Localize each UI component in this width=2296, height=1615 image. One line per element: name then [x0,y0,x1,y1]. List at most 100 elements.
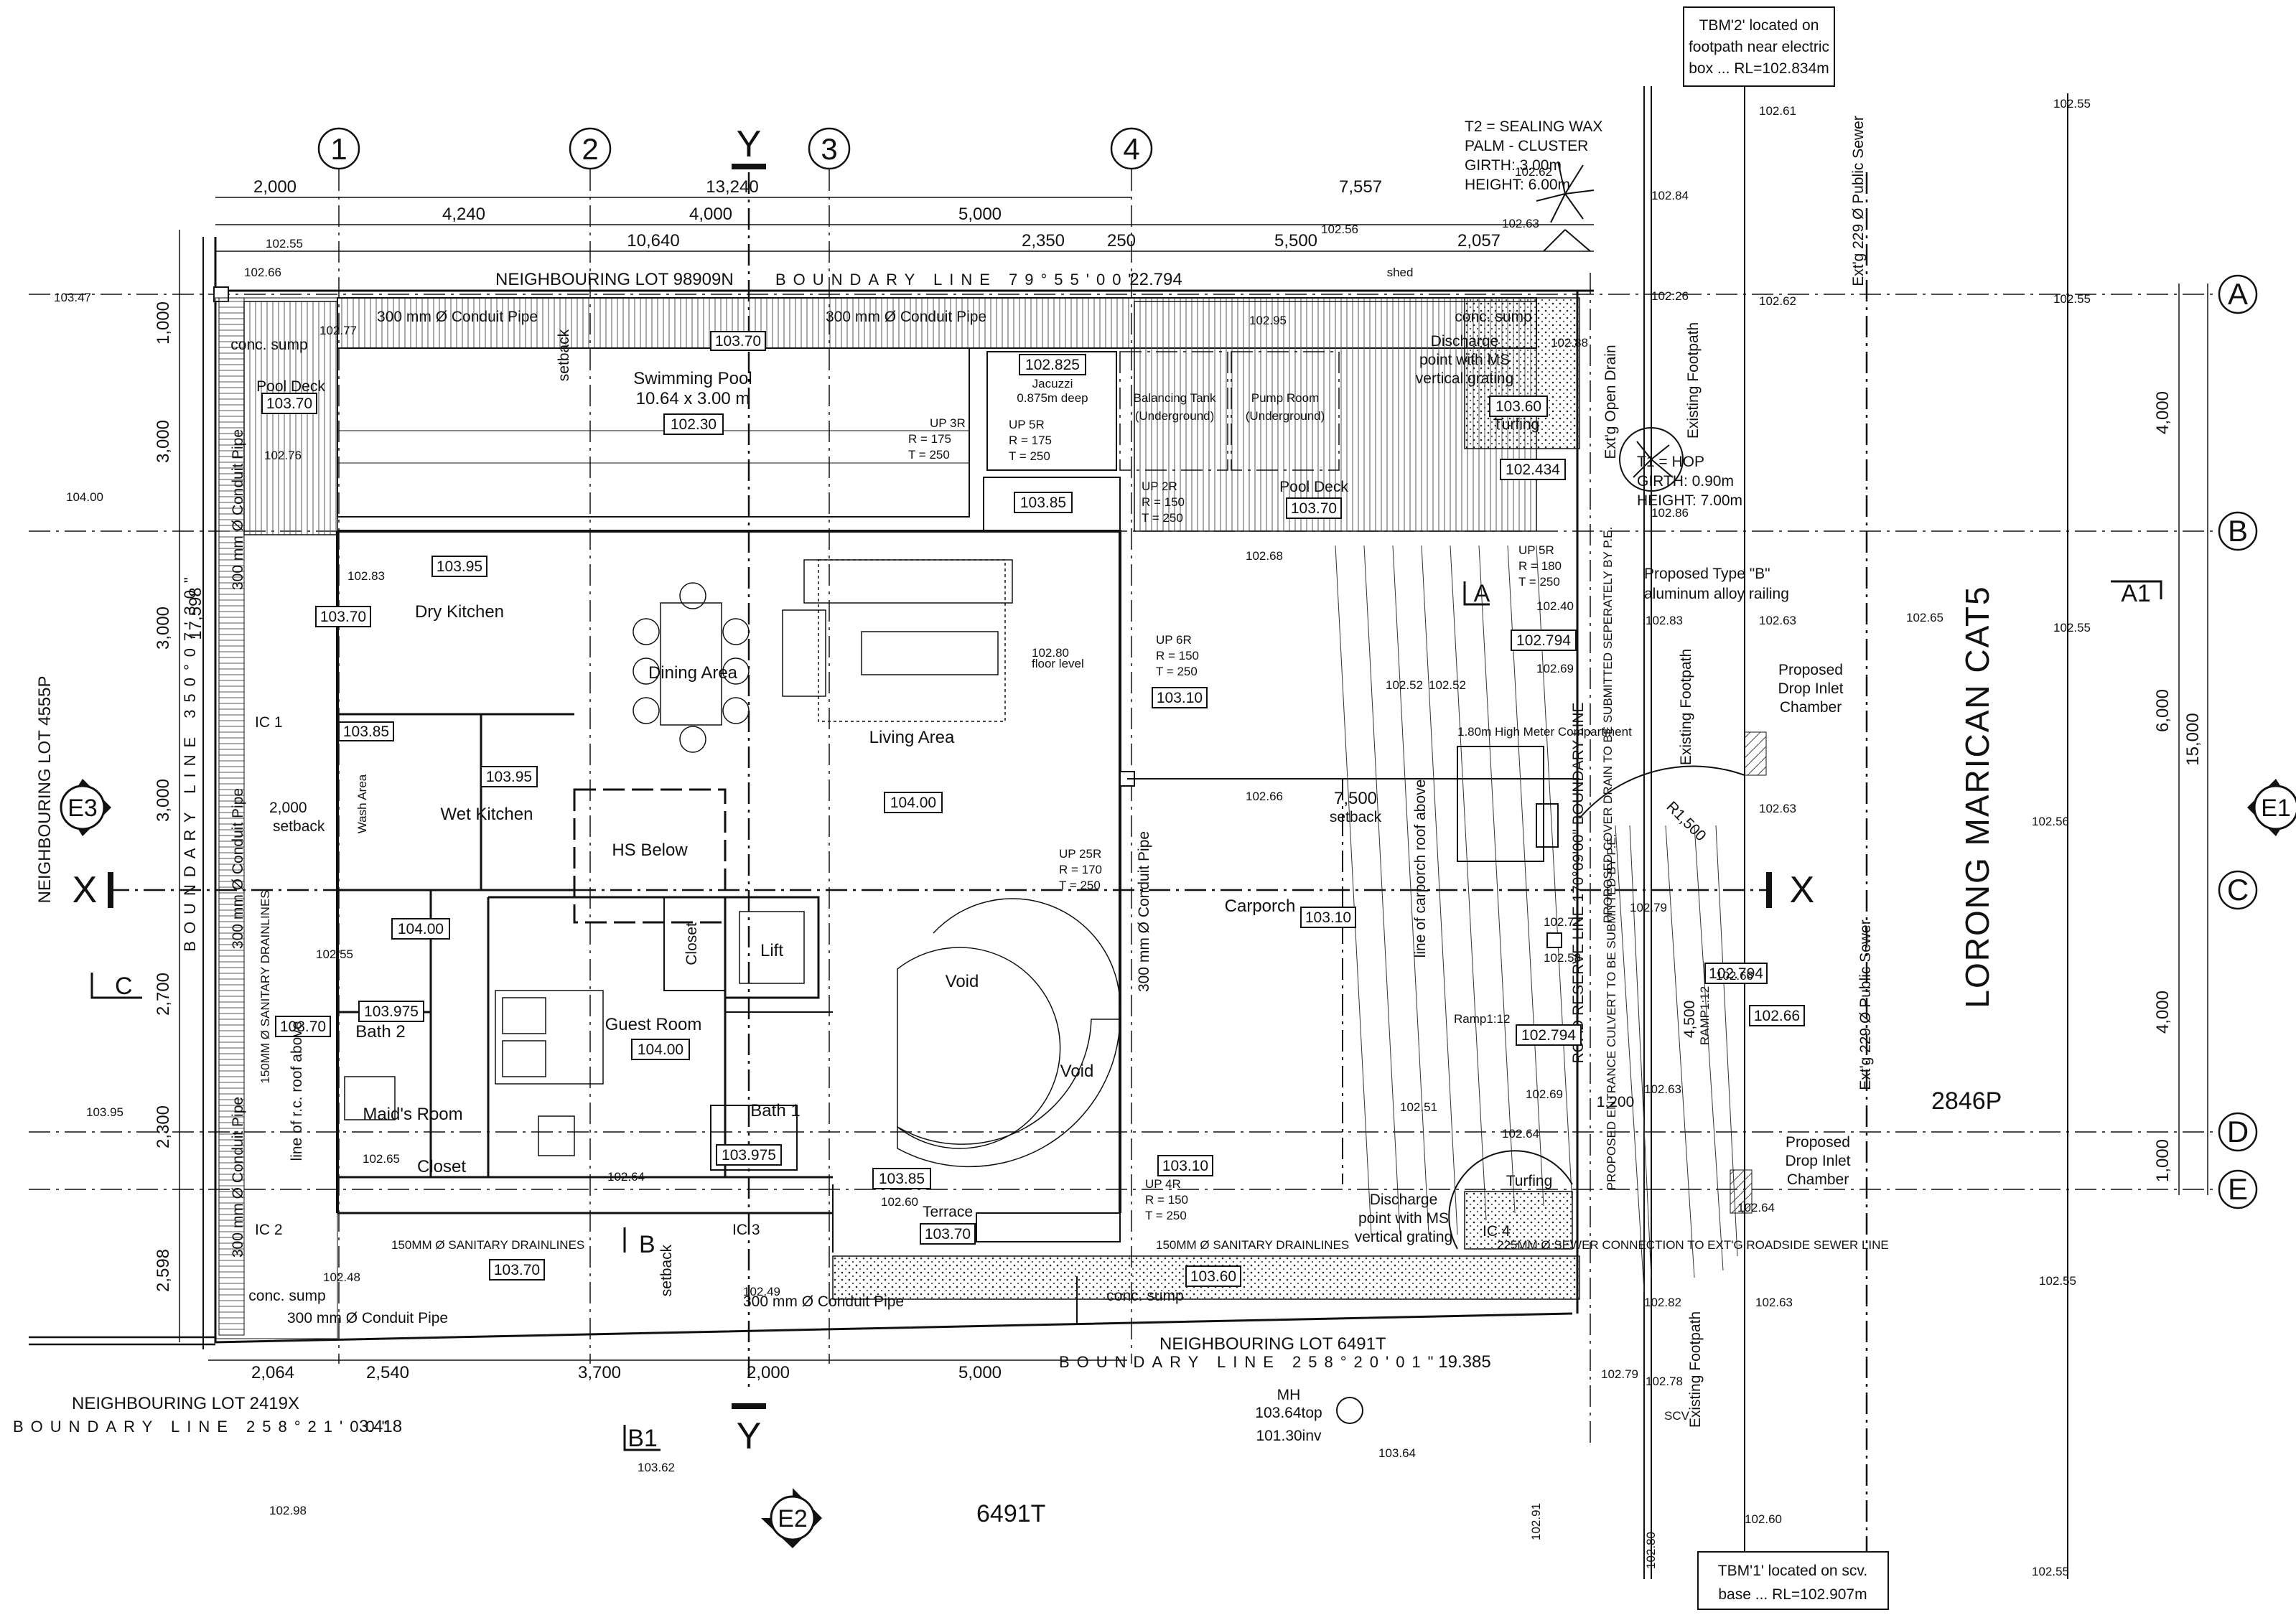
svg-text:102.60: 102.60 [881,1195,918,1209]
svg-text:vertical grating: vertical grating [1355,1229,1453,1245]
svg-text:T = 250: T = 250 [1518,575,1560,589]
dimensions-left: 1,000 3,000 17,598 3,000 3,000 2,700 2,3… [154,230,205,1342]
svg-text:102.55: 102.55 [316,947,353,961]
svg-text:102.79: 102.79 [1601,1367,1638,1381]
svg-text:102.49: 102.49 [743,1285,780,1298]
svg-text:103.975: 103.975 [722,1147,776,1164]
svg-text:Jacuzzi: Jacuzzi [1032,377,1073,390]
dim-top-7557: 7,557 [1339,177,1382,197]
svg-text:102.64: 102.64 [607,1170,645,1184]
svg-text:300 mm Ø Conduit Pipe: 300 mm Ø Conduit Pipe [287,1310,448,1326]
svg-text:Discharge: Discharge [1431,333,1499,350]
svg-text:102.91: 102.91 [1529,1503,1543,1540]
svg-text:setback: setback [658,1244,675,1296]
svg-text:T1 = HOP: T1 = HOP [1637,454,1704,470]
svg-text:103.10: 103.10 [1157,690,1203,706]
svg-text:15,000: 15,000 [2183,713,2203,765]
svg-text:102.61: 102.61 [1759,104,1796,118]
svg-text:300 mm Ø Conduit Pipe: 300 mm Ø Conduit Pipe [826,309,986,325]
svg-text:103.60: 103.60 [1190,1268,1236,1285]
grid-label-b: B [2228,514,2248,548]
svg-text:102.63: 102.63 [1755,1296,1793,1309]
svg-text:103.70: 103.70 [494,1262,540,1278]
dim-top-4240: 4,240 [442,205,485,224]
svg-text:300 mm Ø Conduit Pipe: 300 mm Ø Conduit Pipe [743,1293,904,1310]
svg-text:GIRTH: 0.90m: GIRTH: 0.90m [1637,473,1734,490]
svg-text:5,000: 5,000 [958,1363,1002,1382]
svg-text:box ... RL=102.834m: box ... RL=102.834m [1689,60,1829,77]
svg-text:103.95: 103.95 [86,1105,123,1119]
svg-text:102.55: 102.55 [2032,1565,2069,1578]
svg-text:Pool Deck: Pool Deck [256,378,325,395]
svg-text:R = 170: R = 170 [1059,863,1102,876]
svg-text:conc. sump: conc. sump [1455,309,1531,325]
label-terrace: Terrace [923,1204,973,1220]
svg-text:103.70: 103.70 [280,1019,326,1035]
grid-lines [29,169,2218,1392]
tbm2-box: TBM'2' located on footpath near electric… [1683,6,1835,87]
svg-text:aluminum alloy railing: aluminum alloy railing [1644,586,1789,602]
svg-text:NEIGHBOURING LOT 2419X: NEIGHBOURING LOT 2419X [72,1394,299,1413]
svg-text:MH: MH [1277,1387,1301,1403]
svg-text:GIRTH: 3.00m: GIRTH: 3.00m [1465,157,1562,174]
svg-text:300 mm Ø Conduit Pipe: 300 mm Ø Conduit Pipe [230,429,246,590]
room-labels: Swimming Pool 10.64 x 3.00 m 102.30 102.… [230,266,1552,1304]
grid-label-d: D [2227,1115,2249,1148]
svg-text:102.60: 102.60 [1745,1512,1782,1526]
svg-text:103.95: 103.95 [437,558,482,575]
label-bath-1: Bath 1 [750,1101,800,1120]
svg-text:2,300: 2,300 [154,1105,173,1148]
svg-text:102.64: 102.64 [1502,1127,1539,1141]
label-dry-kitchen: Dry Kitchen [415,602,504,622]
svg-text:shed: shed [1387,266,1414,279]
svg-text:102.79: 102.79 [1630,901,1667,914]
svg-text:conc. sump: conc. sump [1106,1288,1183,1304]
svg-text:T = 250: T = 250 [1009,449,1050,463]
svg-text:19.385: 19.385 [1438,1352,1490,1372]
svg-text:17,598: 17,598 [186,587,205,640]
svg-text:R1,500: R1,500 [1663,798,1709,844]
svg-text:102.78: 102.78 [1646,1375,1683,1388]
pool-deck-hatch [215,297,1580,1339]
svg-text:102.55: 102.55 [2053,621,2091,635]
svg-text:setback: setback [273,818,325,835]
svg-text:T = 250: T = 250 [908,448,950,462]
svg-text:300 mm Ø Conduit Pipe: 300 mm Ø Conduit Pipe [1136,831,1152,992]
svg-text:103.64top: 103.64top [1255,1405,1322,1421]
section-label-y-bottom: Y [737,1415,762,1457]
grid-label-1: 1 [330,132,347,166]
svg-text:103.10: 103.10 [1162,1158,1208,1174]
section-label-b: B [639,1231,655,1258]
svg-text:R = 175: R = 175 [1009,434,1052,447]
dim-top-5500: 5,500 [1274,231,1317,251]
svg-text:1,000: 1,000 [2153,1139,2173,1182]
svg-text:102.69: 102.69 [1526,1087,1563,1101]
level-tags: 103.70 103.85 102.434 103.60 103.10 102.… [275,331,1805,1287]
svg-text:102.794: 102.794 [1516,632,1571,649]
svg-text:3,000: 3,000 [154,420,173,463]
grid-label-a: A [2228,277,2248,311]
svg-text:Discharge: Discharge [1370,1192,1438,1208]
svg-text:2,540: 2,540 [366,1363,409,1382]
lot-2846p: 2846P [1931,1087,2002,1115]
svg-text:4,000: 4,000 [2153,991,2173,1034]
svg-text:Closet: Closet [683,922,700,965]
svg-text:102.69: 102.69 [1536,662,1574,675]
svg-text:footpath near electric: footpath near electric [1689,39,1829,55]
dim-top-5000: 5,000 [958,205,1002,224]
svg-text:102.83: 102.83 [1646,614,1683,627]
svg-text:Ext'g 229 Ø Public Sewer: Ext'g 229 Ø Public Sewer [1857,919,1874,1090]
svg-text:103.70: 103.70 [715,333,761,350]
svg-text:Ext'g 229 Ø Public Sewer: Ext'g 229 Ø Public Sewer [1850,116,1867,286]
svg-text:Chamber: Chamber [1787,1171,1849,1188]
svg-text:102.40: 102.40 [1536,599,1574,613]
section-label-a: A [1474,580,1490,607]
svg-text:102.86: 102.86 [1651,506,1689,520]
svg-text:T = 250: T = 250 [1145,1209,1187,1222]
svg-text:103.85: 103.85 [1020,495,1066,511]
dimensions-top: 2,000 13,240 7,557 4,240 4,000 5,000 10,… [215,177,1594,289]
dim-top-13240: 13,240 [706,177,758,197]
svg-text:102.51: 102.51 [1400,1100,1437,1114]
svg-text:102.66: 102.66 [1246,790,1283,803]
